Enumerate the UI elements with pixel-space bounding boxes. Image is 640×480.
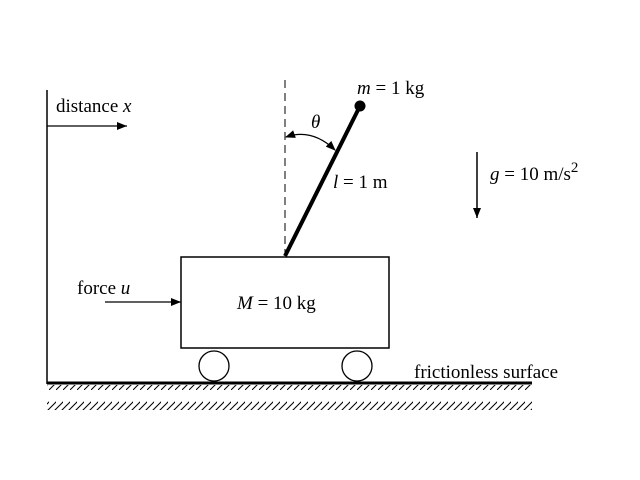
force-label: force u (77, 278, 130, 299)
pendulum-rod (283, 105, 362, 257)
surface-label: frictionless surface (414, 362, 558, 383)
angle-label: θ (311, 112, 320, 133)
length-label: l = 1 m (333, 172, 388, 193)
ground-hatching (47, 385, 532, 410)
cart-body (180, 256, 390, 349)
angle-arc-arrow (285, 130, 336, 151)
pendulum-mass-label: m = 1 kg (357, 78, 425, 99)
gravity-label: g = 10 m/s2 (490, 160, 578, 185)
cart-mass-label: M = 10 kg (236, 293, 316, 314)
pendulum-bob (354, 100, 366, 112)
cart-wheel-right (341, 350, 373, 382)
distance-label: distance x (56, 96, 132, 117)
cart-wheel-left (198, 350, 230, 382)
